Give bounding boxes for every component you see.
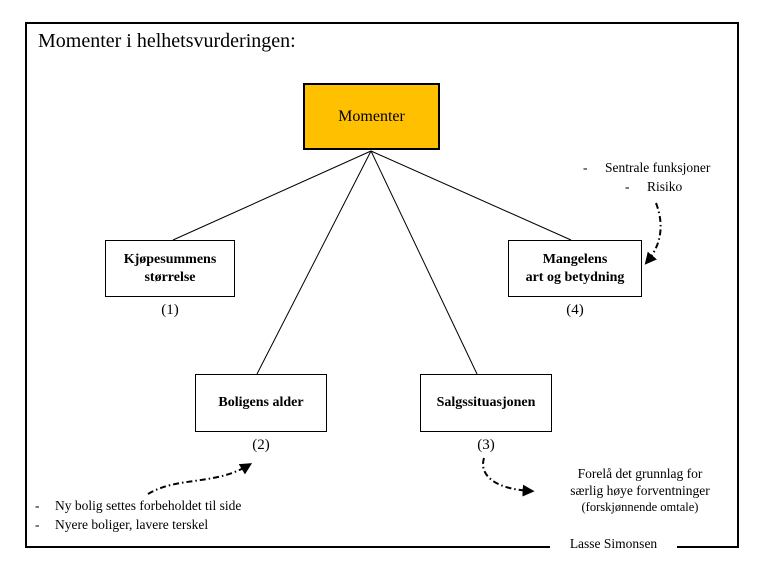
momenter-root-label: Momenter: [338, 107, 405, 125]
factor-label-line: art og betydning: [525, 269, 625, 285]
bullet-dash: -: [35, 498, 40, 513]
annotation-text: Sentrale funksjoner: [605, 160, 711, 175]
annotation-forventninger-block: Forelå det grunnlag for særlig høye forv…: [545, 465, 735, 516]
annotation-sentrale-funksjoner: - Sentrale funksjoner: [583, 160, 710, 176]
factor-number-1: (1): [161, 302, 179, 318]
factor-number-2: (2): [252, 437, 270, 453]
factor-box-salgssituasjonen: Salgssituasjonen: [420, 374, 552, 432]
factor-number-3: (3): [477, 437, 495, 453]
factor-box-boligens-alder: Boligens alder: [195, 374, 327, 432]
momenter-root-box: Momenter: [303, 83, 440, 150]
factor-box-kjopesummens-storrelse: Kjøpesummens størrelse: [105, 240, 235, 297]
annotation-text: Risiko: [647, 179, 683, 194]
factor-number-4: (4): [566, 302, 584, 318]
annotation-nyere-boliger: -Nyere boliger, lavere terskel: [35, 517, 208, 533]
annotation-ny-bolig: -Ny bolig settes forbeholdet til side: [35, 498, 241, 514]
author-name: Lasse Simonsen: [550, 535, 677, 552]
annotation-text: Ny bolig settes forbeholdet til side: [55, 498, 242, 513]
factor-label-line: Mangelens: [542, 251, 608, 267]
factor-label-line: Salgssituasjonen: [436, 395, 536, 410]
bullet-dash: -: [35, 517, 40, 532]
bullet-dash: -: [625, 179, 630, 194]
annotation-text: Nyere boliger, lavere terskel: [55, 517, 209, 532]
annotation-risiko: - Risiko: [625, 179, 682, 195]
factor-label-line: Kjøpesummens: [123, 251, 217, 267]
factor-box-mangelens-art: Mangelens art og betydning: [508, 240, 642, 297]
slide-title: Momenter i helhetsvurderingen:: [38, 30, 296, 52]
bullet-dash: -: [583, 160, 588, 175]
factor-label-line: størrelse: [144, 269, 196, 285]
factor-label-line: Boligens alder: [218, 395, 304, 410]
annotation-text-line: (forskjønnende omtale): [581, 500, 699, 514]
slide-frame-border: [25, 22, 739, 548]
annotation-text-line: særlig høye forventninger: [570, 483, 710, 498]
annotation-text-line: Forelå det grunnlag for: [577, 466, 703, 481]
